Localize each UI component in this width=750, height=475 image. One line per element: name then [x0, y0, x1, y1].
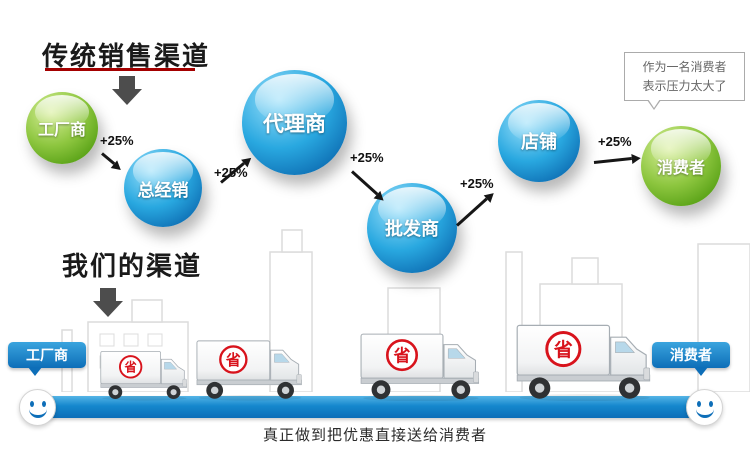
smiley-face-icon-right	[686, 389, 723, 426]
markup-percent-3: +25%	[350, 150, 384, 165]
save-stamp-icon	[219, 345, 248, 374]
markup-percent-1: +25%	[100, 133, 134, 148]
delivery-truck-3: 省	[360, 333, 480, 402]
title-underline	[45, 68, 195, 71]
chain-arrow-icon-5	[593, 157, 632, 164]
node-consumer-label: 消费者	[656, 160, 705, 177]
pipeline-label-consumer: 消费者	[652, 342, 730, 376]
delivery-truck-1: 省	[100, 351, 187, 401]
node-shop-label: 店铺	[521, 132, 557, 152]
truck-badge: 省	[225, 351, 241, 369]
node-distributor: 总经销	[124, 149, 202, 227]
node-consumer: 消费者	[641, 126, 721, 206]
pipeline-label-factory: 工厂商	[8, 342, 86, 376]
save-stamp-icon	[118, 355, 143, 379]
truck-badge: 省	[553, 339, 573, 361]
save-stamp-icon	[545, 330, 582, 368]
delivery-truck-4: 省	[516, 324, 651, 402]
down-arrow-icon	[112, 76, 142, 105]
bubble-line-2: 表示压力太大了	[642, 78, 727, 93]
chain-arrow-icon-3	[350, 170, 379, 196]
truck-badge: 省	[393, 345, 411, 365]
markup-percent-4: +25%	[460, 176, 494, 191]
title-traditional-channel: 传统销售渠道	[42, 41, 211, 71]
save-stamp-icon	[385, 339, 419, 372]
title-our-channel: 我们的渠道	[62, 251, 203, 281]
node-agent-label: 代理商	[263, 112, 326, 136]
delivery-truck-2: 省	[196, 340, 302, 401]
node-shop: 店铺	[498, 100, 580, 182]
node-wholesaler-label: 批发商	[385, 219, 439, 239]
consumer-speech-bubble: 作为一名消费者 表示压力太大了	[624, 52, 745, 111]
truck-badge: 省	[124, 359, 137, 374]
node-factory-label: 工厂商	[37, 122, 86, 139]
smiley-face-icon-left	[19, 389, 56, 426]
markup-percent-5: +25%	[598, 134, 632, 149]
bottom-caption: 真正做到把优惠直接送给消费者	[262, 427, 487, 444]
bubble-line-1: 作为一名消费者	[642, 60, 727, 74]
node-factory: 工厂商	[26, 92, 98, 164]
delivery-pipeline-bar	[30, 396, 720, 418]
node-distributor-label: 总经销	[137, 180, 189, 200]
node-agent: 代理商	[242, 70, 347, 175]
down-arrow-icon	[93, 288, 123, 317]
chain-arrow-icon-1	[101, 152, 116, 165]
